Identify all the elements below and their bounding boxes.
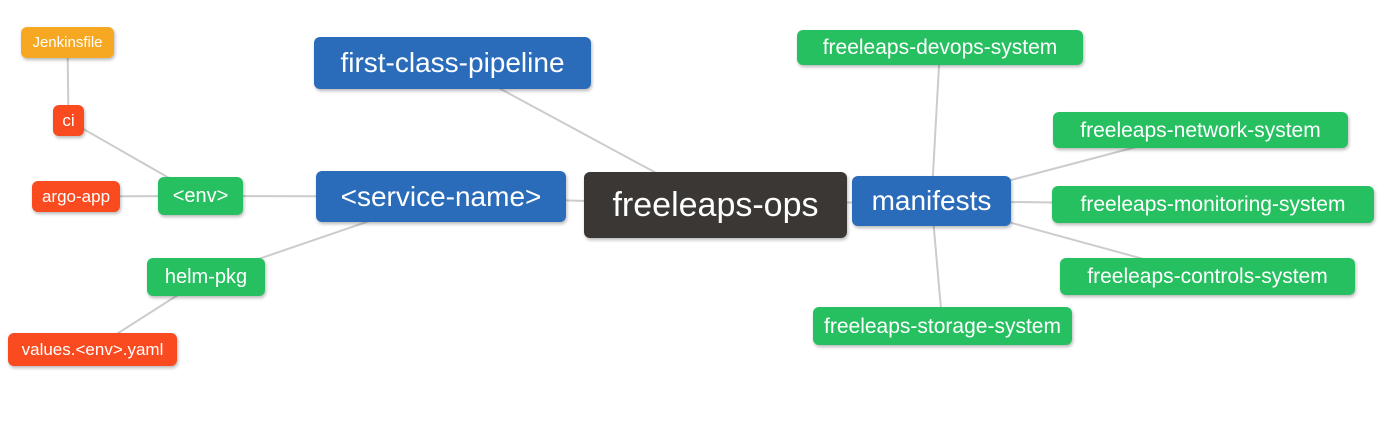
mindmap-node-ci[interactable]: ci [53,105,84,136]
mindmap-node-jenkinsfile[interactable]: Jenkinsfile [21,27,114,58]
mindmap-node-freeleaps-network-system[interactable]: freeleaps-network-system [1053,112,1348,148]
mindmap-node-env[interactable]: <env> [158,177,243,215]
mindmap-node-helm-pkg[interactable]: helm-pkg [147,258,265,296]
edge-manifests-freeleaps-devops-system [930,47,941,202]
mindmap-node-freeleaps-storage-system[interactable]: freeleaps-storage-system [813,307,1072,345]
mindmap-node-freeleaps-controls-system[interactable]: freeleaps-controls-system [1060,258,1355,295]
mindmap-node-manifests[interactable]: manifests [852,176,1011,226]
mindmap-node-first-class-pipeline[interactable]: first-class-pipeline [314,37,591,89]
mindmap-node-argo-app[interactable]: argo-app [32,181,120,212]
mindmap-node-values-env-yaml[interactable]: values.<env>.yaml [8,333,177,366]
mindmap-node-freeleaps-monitoring-system[interactable]: freeleaps-monitoring-system [1052,186,1374,223]
mindmap-node-freeleaps-ops[interactable]: freeleaps-ops [584,172,847,238]
mindmap-node-freeleaps-devops-system[interactable]: freeleaps-devops-system [797,30,1083,65]
mindmap-node-service-name[interactable]: <service-name> [316,171,566,222]
